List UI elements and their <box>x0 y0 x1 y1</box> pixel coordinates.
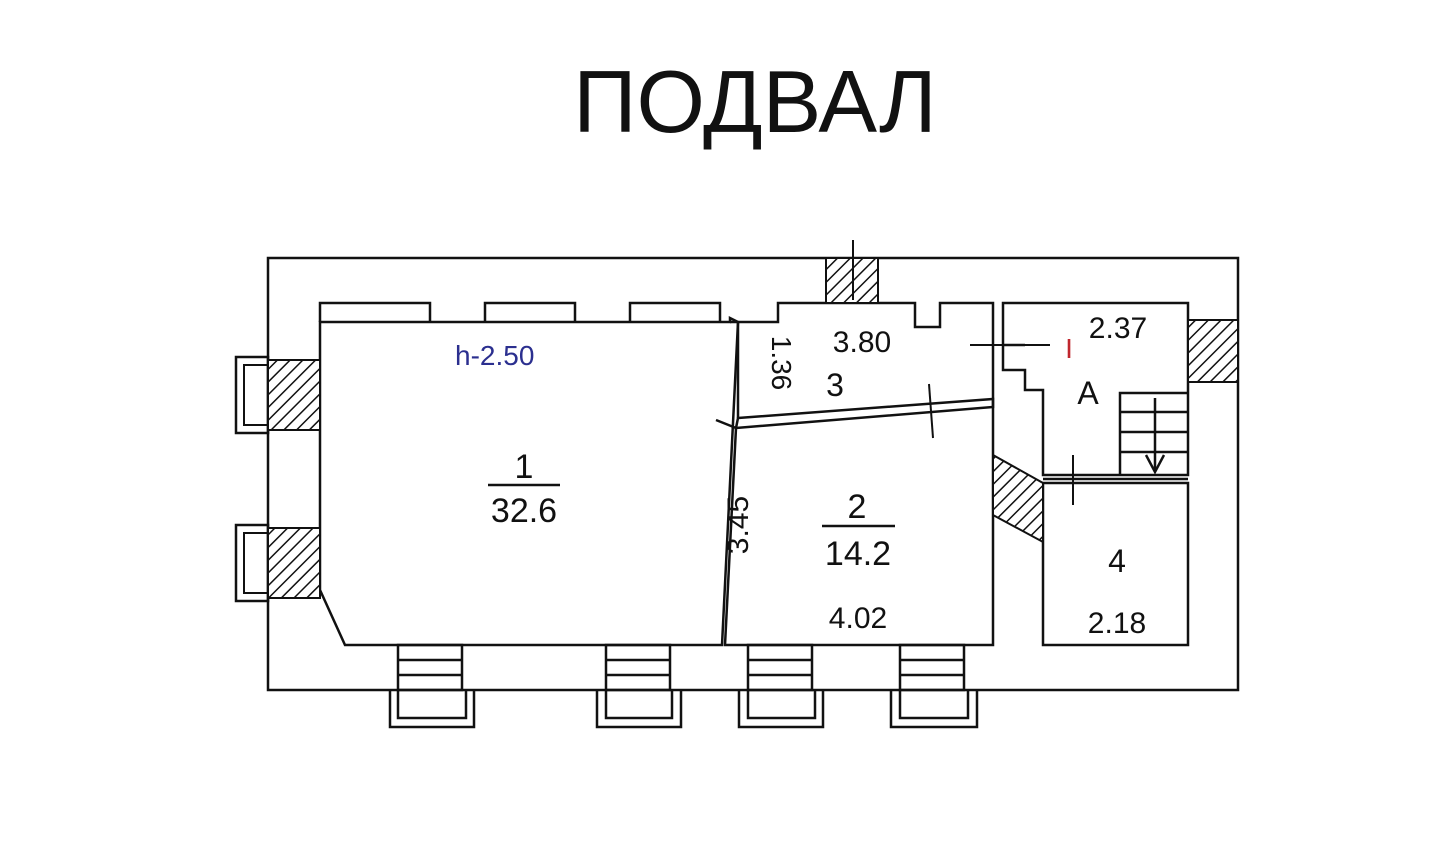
stair-arrow-icon <box>1144 454 1166 475</box>
room-4-walls <box>1041 481 1190 647</box>
hatched-walls <box>825 257 1239 544</box>
top-windows <box>318 301 722 322</box>
dim-room2-width: 4.02 <box>829 602 887 635</box>
room-2-area: 14.2 <box>825 535 891 573</box>
stairs <box>1118 391 1188 475</box>
room-4-number: 4 <box>1108 543 1126 579</box>
stair-label: А <box>1077 375 1099 411</box>
room-3-walls <box>730 301 995 407</box>
left-windows <box>234 355 321 603</box>
section-mark: I <box>1065 333 1073 364</box>
room-2-number: 2 <box>848 488 867 526</box>
dim-room3-depth: 1.36 <box>766 336 797 391</box>
ceiling-height-label: h-2.50 <box>455 340 534 371</box>
partition-3-2 <box>734 397 995 430</box>
dim-stair-width: 2.37 <box>1089 312 1147 345</box>
dim-room3-width: 3.80 <box>833 326 891 359</box>
dim-room4-width: 2.18 <box>1088 607 1146 640</box>
room-1-area: 32.6 <box>491 492 557 530</box>
room-2-walls <box>723 407 995 647</box>
bottom-windows <box>388 643 979 729</box>
room-1-number: 1 <box>515 448 534 486</box>
dim-room2-side: 3.45 <box>722 496 755 554</box>
plan-title: ПОДВАЛ <box>573 52 937 151</box>
opening-marks <box>852 240 1074 505</box>
room-3-number: 3 <box>826 367 844 403</box>
stair-hall-walls <box>1001 301 1190 477</box>
